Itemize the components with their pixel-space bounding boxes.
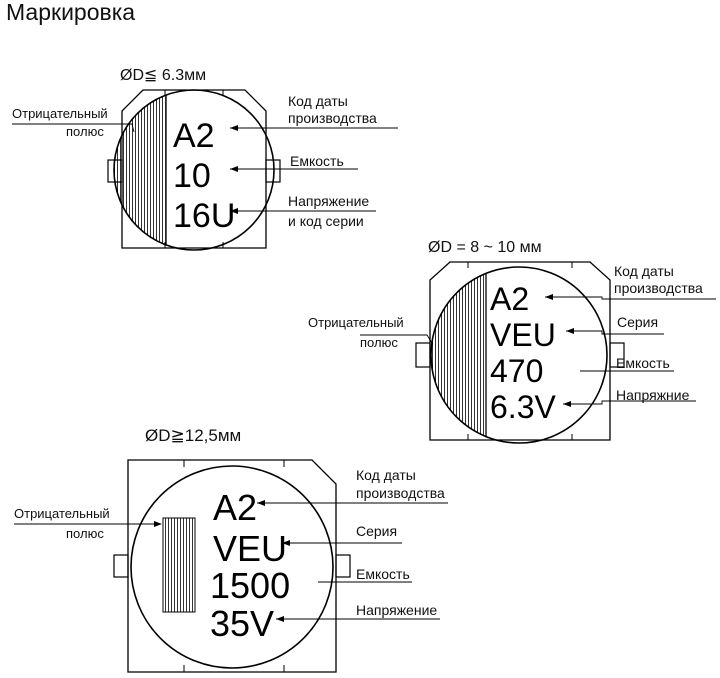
large-marking-date-code: A2: [213, 487, 257, 528]
medium-marking-date-code: A2: [490, 281, 529, 317]
medium-marking-voltage: 6.3V: [490, 389, 556, 425]
large-terminal-right: [335, 554, 351, 578]
medium-can-circle: [430, 266, 608, 444]
large-negative-label-line2: полюс: [66, 526, 104, 541]
small-capacitance-label: Емкость: [290, 153, 344, 169]
large-series-label: Серия: [356, 523, 397, 539]
large-terminal-left: [113, 554, 129, 578]
medium-capacitor-diagram: ØD = 8 ~ 10 мм A2 VEU 470 6.3V Отрицател…: [308, 239, 716, 444]
large-date-label-line2: производства: [356, 485, 445, 501]
small-date-label-line1: Код даты: [288, 93, 348, 109]
medium-voltage-label: Напряжние: [616, 387, 690, 403]
page-title: Маркировка: [6, 0, 135, 25]
large-negative-label-line1: Отрицательный: [14, 506, 110, 521]
large-size-label: ØD≧12,5мм: [145, 426, 241, 445]
small-size-label: ØD≦ 6.3мм: [120, 67, 206, 84]
medium-terminal-right: [609, 342, 625, 368]
medium-date-label-line1: Код даты: [614, 263, 674, 279]
large-negative-block: [162, 517, 196, 613]
large-base-plate: [127, 459, 337, 673]
small-marking-date-code: A2: [173, 117, 215, 155]
large-capacitance-label: Емкость: [356, 566, 410, 582]
large-marking-capacitance: 1500: [210, 565, 290, 606]
large-can-circle: [130, 465, 334, 669]
small-voltage-label-line2: и код серии: [288, 213, 364, 229]
large-capacitor-diagram: ØD≧12,5мм A2 VEU 1500 35V Отрицательный …: [14, 426, 448, 673]
small-capacitor-diagram: ØD≦ 6.3мм A2 10 16U Отрицательный полюс …: [12, 67, 398, 251]
small-negative-label-line1: Отрицательный: [12, 106, 108, 121]
small-date-label-line2: производства: [288, 110, 377, 126]
small-base-plate: [121, 89, 267, 249]
medium-marking-series: VEU: [490, 317, 556, 353]
small-marking-voltage-series: 16U: [173, 197, 235, 235]
medium-negative-label-line1: Отрицательный: [308, 315, 404, 330]
medium-series-label: Серия: [617, 314, 658, 330]
medium-size-label: ØD = 8 ~ 10 мм: [428, 239, 542, 256]
large-date-label-line1: Код даты: [356, 467, 416, 483]
large-marking-voltage: 35V: [210, 603, 274, 644]
small-voltage-label-line1: Напряжение: [288, 193, 369, 209]
medium-capacitance-label: Емкость: [616, 355, 670, 371]
medium-marking-capacitance: 470: [490, 353, 543, 389]
medium-terminal-left: [415, 342, 431, 368]
medium-date-label-line2: производства: [614, 280, 703, 296]
large-voltage-label: Напряжение: [356, 602, 437, 618]
medium-negative-label-line2: полюс: [360, 335, 398, 350]
small-negative-label-line2: полюс: [66, 124, 104, 139]
large-marking-series: VEU: [213, 528, 287, 569]
small-can-circle: [113, 89, 275, 251]
medium-base-plate: [429, 261, 611, 441]
small-marking-capacitance: 10: [173, 157, 211, 195]
